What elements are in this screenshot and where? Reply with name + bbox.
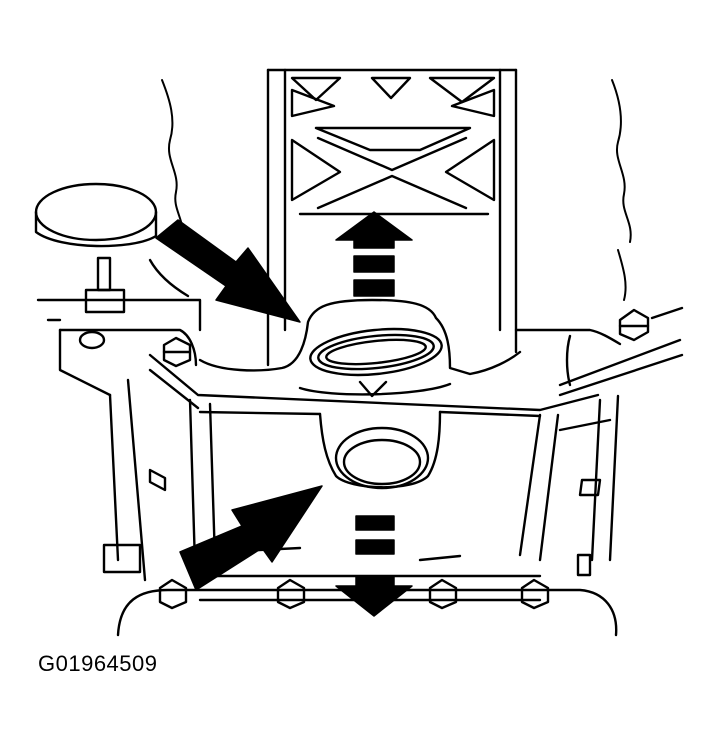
dashed-arrow-up-icon <box>335 211 413 297</box>
arrow-upper-left-icon <box>155 219 301 323</box>
dashed-arrow-down-icon <box>335 515 413 617</box>
engine-block-truss <box>266 68 518 367</box>
callout-arrows <box>155 211 413 617</box>
break-lines <box>161 79 632 301</box>
right-housing <box>514 306 684 577</box>
oil-filter <box>34 182 190 298</box>
pan-bolt <box>158 578 550 610</box>
pickup-tube-upper <box>198 298 522 398</box>
left-housing <box>36 256 600 582</box>
pickup-tube-lower <box>198 410 542 490</box>
arrow-lower-left-icon <box>179 485 323 591</box>
figure-id-label: G01964509 <box>38 651 158 676</box>
